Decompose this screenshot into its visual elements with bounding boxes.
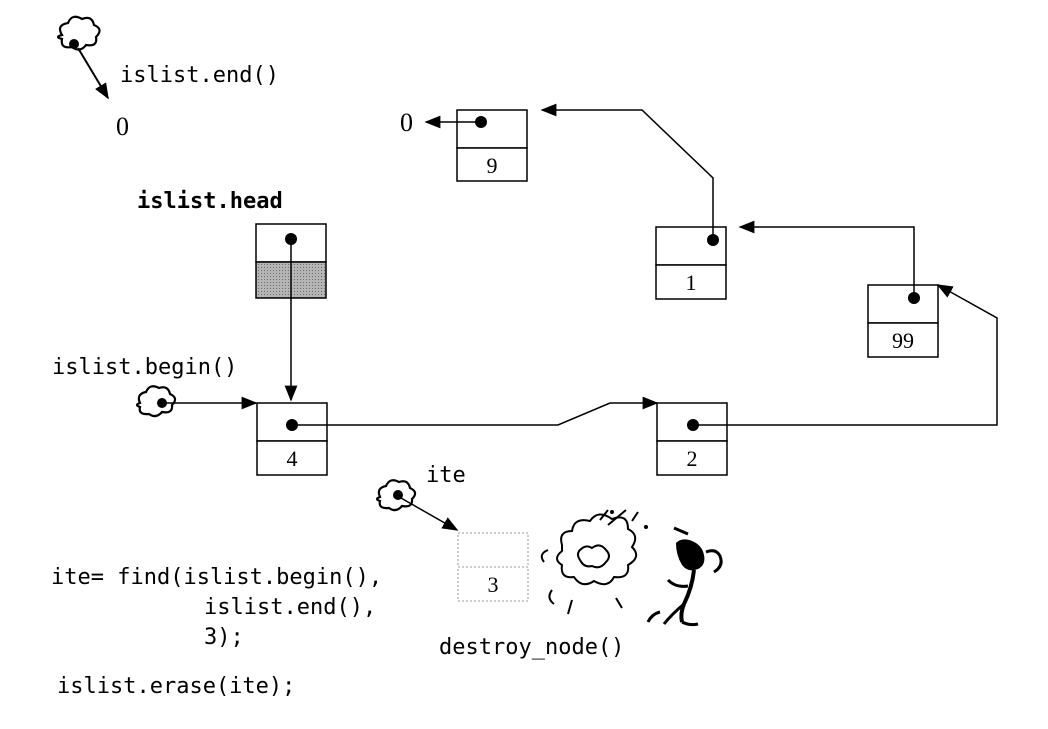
end-null-label: 0 [116,112,129,141]
end-iterator: islist.end() 0 [56,15,279,141]
node-1-value: 1 [686,270,697,295]
end-call-label: islist.end() [120,63,279,88]
node-2: 2 [656,402,728,476]
cloud-icon [135,385,177,418]
ite-arrow [400,497,459,531]
node-9: 9 [456,109,528,182]
node2-to-node99-link [693,284,998,426]
cloud-icon [56,15,101,51]
node-9-value: 9 [487,153,498,178]
code-line-4: islist.erase(ite); [57,674,295,699]
node-3-value: 3 [488,572,499,597]
ite-label: ite [426,463,466,488]
node-1: 1 [655,226,727,300]
code-block: ite= find(islist.begin(), islist.end(), … [51,565,382,699]
stick-figure-icon [646,526,723,627]
node4-to-node2-link [292,396,659,426]
explosion-icon [540,509,638,615]
cloud-icon [375,479,417,512]
node99-to-node1-link [738,220,915,298]
head-label: islist.head [137,189,283,214]
code-line-2: islist.end(), [204,595,376,620]
node-2-value: 2 [687,446,698,471]
code-line-1: ite= find(islist.begin(), [51,565,382,590]
code-line-3: 3); [204,625,244,650]
begin-call-label: islist.begin() [52,355,237,380]
node-99-value: 99 [892,328,914,353]
node-4-value: 4 [287,446,298,471]
node-99: 99 [867,284,939,358]
deleted-node-3: 3 [457,532,529,602]
tail-null-label: 0 [400,108,413,137]
destroy-node-label: destroy_node() [439,635,624,660]
node1-to-node9-link [540,103,714,240]
node-4: 4 [256,402,328,476]
